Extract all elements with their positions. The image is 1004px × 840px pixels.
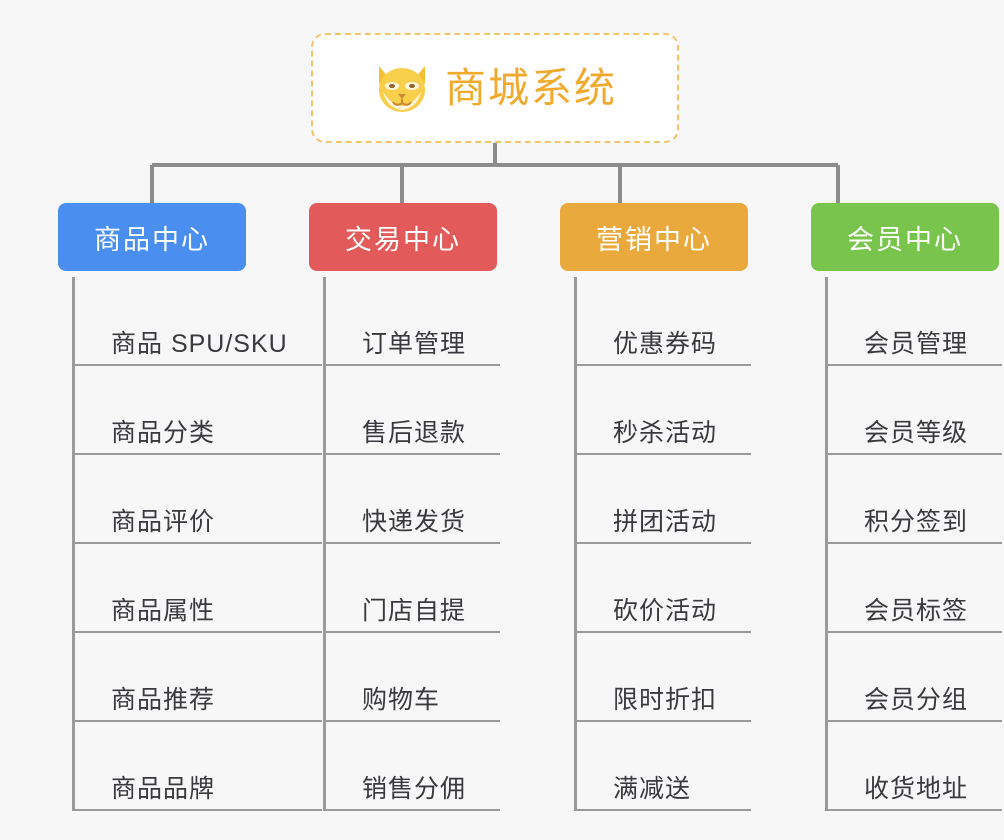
list-item[interactable]: 销售分佣 (326, 722, 501, 811)
list-item-label: 会员分组 (864, 680, 1003, 722)
list-item[interactable]: 商品品牌 (75, 722, 322, 811)
root-title: 商城系统 (445, 64, 617, 111)
list-item-label: 优惠券码 (613, 324, 752, 366)
list-item[interactable]: 快递发货 (326, 455, 501, 544)
list-item-label: 购物车 (362, 680, 501, 722)
list-item-label: 商品推荐 (111, 680, 322, 722)
list-item[interactable]: 收货地址 (828, 722, 1003, 811)
list-item[interactable]: 订单管理 (326, 277, 501, 366)
category-columns: 商品中心 商品 SPU/SKU 商品分类 商品评价 商品属性 商品推荐 商品品牌… (0, 203, 1004, 811)
list-item-label: 积分签到 (864, 502, 1003, 544)
list-item-label: 砍价活动 (613, 591, 752, 633)
list-item-label: 收货地址 (864, 769, 1003, 811)
list-item-label: 会员等级 (864, 413, 1003, 455)
list-item-label: 商品评价 (111, 502, 322, 544)
item-list-member-center: 会员管理 会员等级 积分签到 会员标签 会员分组 收货地址 (825, 277, 1003, 811)
column-marketing-center: 营销中心 优惠券码 秒杀活动 拼团活动 砍价活动 限时折扣 满减送 (502, 203, 753, 811)
item-list-product-center: 商品 SPU/SKU 商品分类 商品评价 商品属性 商品推荐 商品品牌 (72, 277, 322, 811)
list-item-label: 售后退款 (362, 413, 501, 455)
list-item[interactable]: 秒杀活动 (577, 366, 752, 455)
list-item[interactable]: 商品 SPU/SKU (75, 277, 322, 366)
list-item-label: 订单管理 (362, 324, 501, 366)
category-header-member-center[interactable]: 会员中心 (811, 203, 999, 271)
category-header-label: 商品中心 (94, 224, 210, 255)
list-item[interactable]: 商品评价 (75, 455, 322, 544)
list-item[interactable]: 拼团活动 (577, 455, 752, 544)
column-product-center: 商品中心 商品 SPU/SKU 商品分类 商品评价 商品属性 商品推荐 商品品牌 (0, 203, 322, 811)
category-header-label: 会员中心 (847, 224, 963, 255)
category-header-trade-center[interactable]: 交易中心 (309, 203, 497, 271)
list-item[interactable]: 商品分类 (75, 366, 322, 455)
dog-face-icon (373, 62, 431, 114)
root-node-shopping-mall-system[interactable]: 商城系统 (311, 33, 679, 143)
list-item[interactable]: 商品属性 (75, 544, 322, 633)
list-item-label: 拼团活动 (613, 502, 752, 544)
list-item[interactable]: 限时折扣 (577, 633, 752, 722)
list-item[interactable]: 会员等级 (828, 366, 1003, 455)
item-list-marketing-center: 优惠券码 秒杀活动 拼团活动 砍价活动 限时折扣 满减送 (574, 277, 752, 811)
list-item-label: 秒杀活动 (613, 413, 752, 455)
list-item[interactable]: 购物车 (326, 633, 501, 722)
list-item-label: 满减送 (613, 769, 752, 811)
list-item[interactable]: 优惠券码 (577, 277, 752, 366)
list-item-label: 会员管理 (864, 324, 1003, 366)
list-item-label: 商品品牌 (111, 769, 322, 811)
category-header-marketing-center[interactable]: 营销中心 (560, 203, 748, 271)
list-item[interactable]: 积分签到 (828, 455, 1003, 544)
list-item-label: 快递发货 (362, 502, 501, 544)
list-item[interactable]: 砍价活动 (577, 544, 752, 633)
list-item-label: 门店自提 (362, 591, 501, 633)
list-item-label: 商品属性 (111, 591, 322, 633)
list-item[interactable]: 售后退款 (326, 366, 501, 455)
list-item[interactable]: 会员管理 (828, 277, 1003, 366)
list-item-label: 销售分佣 (362, 769, 501, 811)
list-item[interactable]: 会员分组 (828, 633, 1003, 722)
item-list-trade-center: 订单管理 售后退款 快递发货 门店自提 购物车 销售分佣 (323, 277, 501, 811)
list-item[interactable]: 会员标签 (828, 544, 1003, 633)
category-header-label: 交易中心 (345, 224, 461, 255)
list-item-label: 会员标签 (864, 591, 1003, 633)
list-item-label: 商品分类 (111, 413, 322, 455)
list-item-label: 限时折扣 (613, 680, 752, 722)
category-header-label: 营销中心 (596, 224, 712, 255)
list-item[interactable]: 商品推荐 (75, 633, 322, 722)
column-member-center: 会员中心 会员管理 会员等级 积分签到 会员标签 会员分组 收货地址 (753, 203, 1004, 811)
category-header-product-center[interactable]: 商品中心 (58, 203, 246, 271)
list-item[interactable]: 门店自提 (326, 544, 501, 633)
list-item[interactable]: 满减送 (577, 722, 752, 811)
list-item-label: 商品 SPU/SKU (111, 324, 322, 366)
column-trade-center: 交易中心 订单管理 售后退款 快递发货 门店自提 购物车 销售分佣 (251, 203, 502, 811)
